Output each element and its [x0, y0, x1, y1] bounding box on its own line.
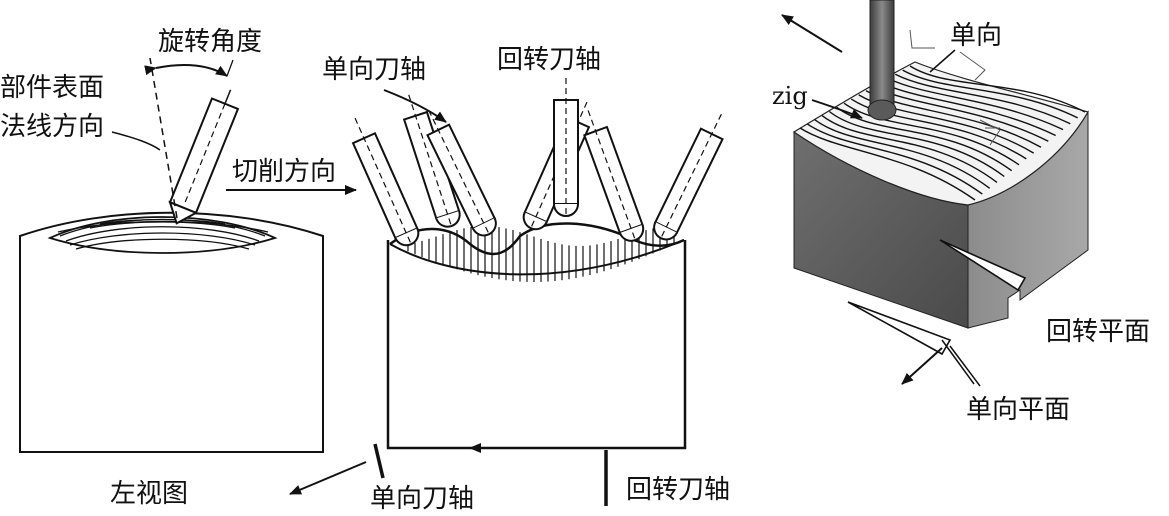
- tool-3: [426, 109, 497, 237]
- ball-end-tool-3d: [867, 0, 897, 121]
- cutting-direction-label: 切削方向: [232, 157, 336, 187]
- rotary-plane-label: 回转平面: [1046, 317, 1150, 347]
- tool-6: [583, 110, 645, 242]
- zig-label: zig: [772, 82, 808, 110]
- unidirectional-plane-leader-b: [949, 345, 981, 387]
- unidirectional-label-3d: 单向: [950, 21, 1002, 51]
- machined-surface-left: [47, 216, 278, 254]
- unidirectional-plane-leader-a: [941, 339, 975, 385]
- rotary-axis-label-bottom: 回转刀轴: [626, 475, 730, 505]
- surface-normal-line: [149, 57, 178, 219]
- unidirectional-plane-indicator: [847, 301, 952, 356]
- surface-normal-label-2: 法线方向: [0, 112, 104, 142]
- feed-arrow-3d: [781, 14, 843, 53]
- panel-3d-block: zig 单向 回转平面 单向平面: [772, 0, 1150, 425]
- unidirectional-axis-label-bottom: 单向刀轴: [370, 484, 474, 514]
- unidirectional-leader-3d: [929, 49, 956, 73]
- rotation-angle-arc: [144, 63, 228, 77]
- tool-2: [402, 94, 461, 228]
- tilted-tool: [168, 89, 240, 225]
- unidirectional-arrow-bottom: [289, 461, 367, 495]
- unidirectional-axis-leader-top: [383, 89, 447, 123]
- tools-middle: [351, 78, 724, 247]
- unidirectional-plane-label: 单向平面: [966, 395, 1070, 425]
- workpiece-block-middle: [386, 240, 687, 450]
- machined-region-middle: [389, 222, 685, 282]
- normal-leader: [111, 131, 161, 151]
- left-view-label: 左视图: [110, 479, 188, 509]
- tool-5: [553, 78, 579, 217]
- zig-leader: [811, 99, 863, 119]
- rotary-plane-indicator: [939, 239, 1027, 292]
- rotary-axis-label-top: 回转刀轴: [497, 45, 601, 75]
- unidirectional-leader-bottom: [373, 443, 385, 479]
- unidirectional-axis-label-top: 单向刀轴: [322, 55, 426, 85]
- tool-1: [351, 117, 420, 247]
- panel-surface-normal: 旋转角度 部件表面 法线方向 切削方向 左视图: [0, 27, 357, 509]
- tool-7: [653, 113, 724, 241]
- rotation-angle-label: 旋转角度: [158, 27, 262, 57]
- toolpath-lines: [799, 65, 1086, 201]
- surface-normal-label-1: 部件表面: [0, 73, 104, 103]
- panel-tool-axes: 单向刀轴 回转刀轴 单向刀轴 回转刀轴: [289, 45, 730, 514]
- annotation-marks: [909, 29, 1001, 146]
